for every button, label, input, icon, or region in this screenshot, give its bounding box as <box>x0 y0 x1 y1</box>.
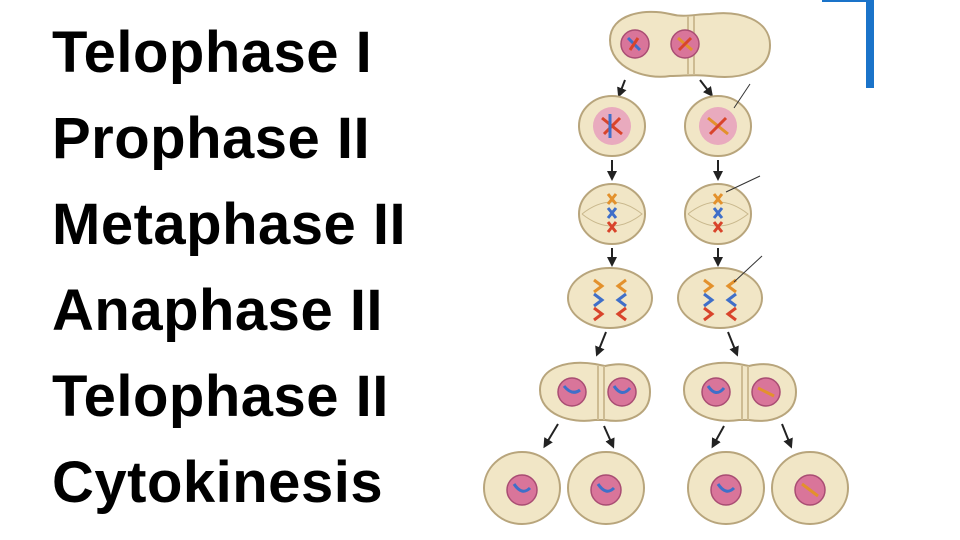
stage-label-anaphase-2: Anaphase II <box>52 278 384 343</box>
stage-label-prophase-2: Prophase II <box>52 106 371 171</box>
telophase-1-cell <box>608 10 772 78</box>
stage-label-cytokinesis: Cytokinesis <box>52 450 384 515</box>
metaphase-2-cell-right <box>684 183 752 245</box>
telophase-2-cell-right <box>682 361 798 422</box>
stage-label-telophase-2: Telophase II <box>52 364 389 429</box>
prophase-2-cell-right <box>684 95 752 157</box>
meiosis-diagram <box>483 10 849 525</box>
stage-list: Telophase I Prophase II Metaphase II Ana… <box>52 10 406 526</box>
anaphase-2-cell-right <box>677 267 763 329</box>
metaphase-2-cell-left <box>578 183 646 245</box>
daughter-cell-3 <box>687 451 765 525</box>
telophase-2-cell-left <box>538 361 652 422</box>
stage-label-metaphase-2: Metaphase II <box>52 192 407 257</box>
daughter-cell-1 <box>483 451 561 525</box>
corner-accent-bracket <box>822 0 874 88</box>
prophase-2-cell-left <box>578 95 646 157</box>
anaphase-2-cell-left <box>567 267 653 329</box>
daughter-cell-2 <box>567 451 645 525</box>
stage-label-telophase-1: Telophase I <box>52 20 373 85</box>
daughter-cell-4 <box>771 451 849 525</box>
